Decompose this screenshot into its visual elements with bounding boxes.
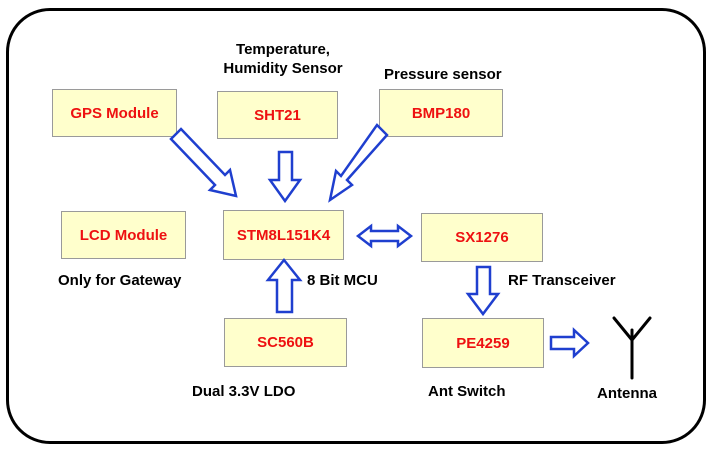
arrow-sx1276-to-pe4259 <box>465 265 501 317</box>
box-pe4259: PE4259 <box>422 318 544 368</box>
arrow-sht21-to-mcu <box>267 150 303 204</box>
box-lcd-module: LCD Module <box>61 211 186 259</box>
caption-only-for-gateway: Only for Gateway <box>58 272 182 289</box>
box-sht21: SHT21 <box>217 91 338 139</box>
box-bmp180: BMP180 <box>379 89 503 137</box>
box-stm8l151k4: STM8L151K4 <box>223 210 344 260</box>
box-sx1276: SX1276 <box>421 213 543 262</box>
caption-ant-switch: Ant Switch <box>428 383 506 400</box>
caption-rf-transceiver: RF Transceiver <box>508 272 616 289</box>
arrow-bmp180-to-mcu <box>328 123 389 203</box>
caption-dual-ldo: Dual 3.3V LDO <box>192 383 296 400</box>
arrow-mcu-sx1276 <box>355 223 414 249</box>
caption-temperature-line2: Humidity Sensor <box>223 60 343 77</box>
caption-temperature-line1: Temperature, <box>236 41 330 58</box>
box-gps-module: GPS Module <box>52 89 177 137</box>
arrow-sc560b-to-mcu <box>265 257 303 314</box>
caption-antenna: Antenna <box>597 385 657 402</box>
arrow-gps-to-mcu <box>169 127 238 198</box>
box-sc560b: SC560B <box>224 318 347 367</box>
diagram-frame <box>6 8 706 444</box>
caption-8bit-mcu: 8 Bit MCU <box>307 272 378 289</box>
antenna-icon <box>612 316 652 380</box>
caption-temperature-humidity: Temperature, Humidity Sensor <box>212 40 354 78</box>
caption-pressure-sensor: Pressure sensor <box>384 66 502 83</box>
arrow-pe4259-to-antenna <box>549 327 590 359</box>
